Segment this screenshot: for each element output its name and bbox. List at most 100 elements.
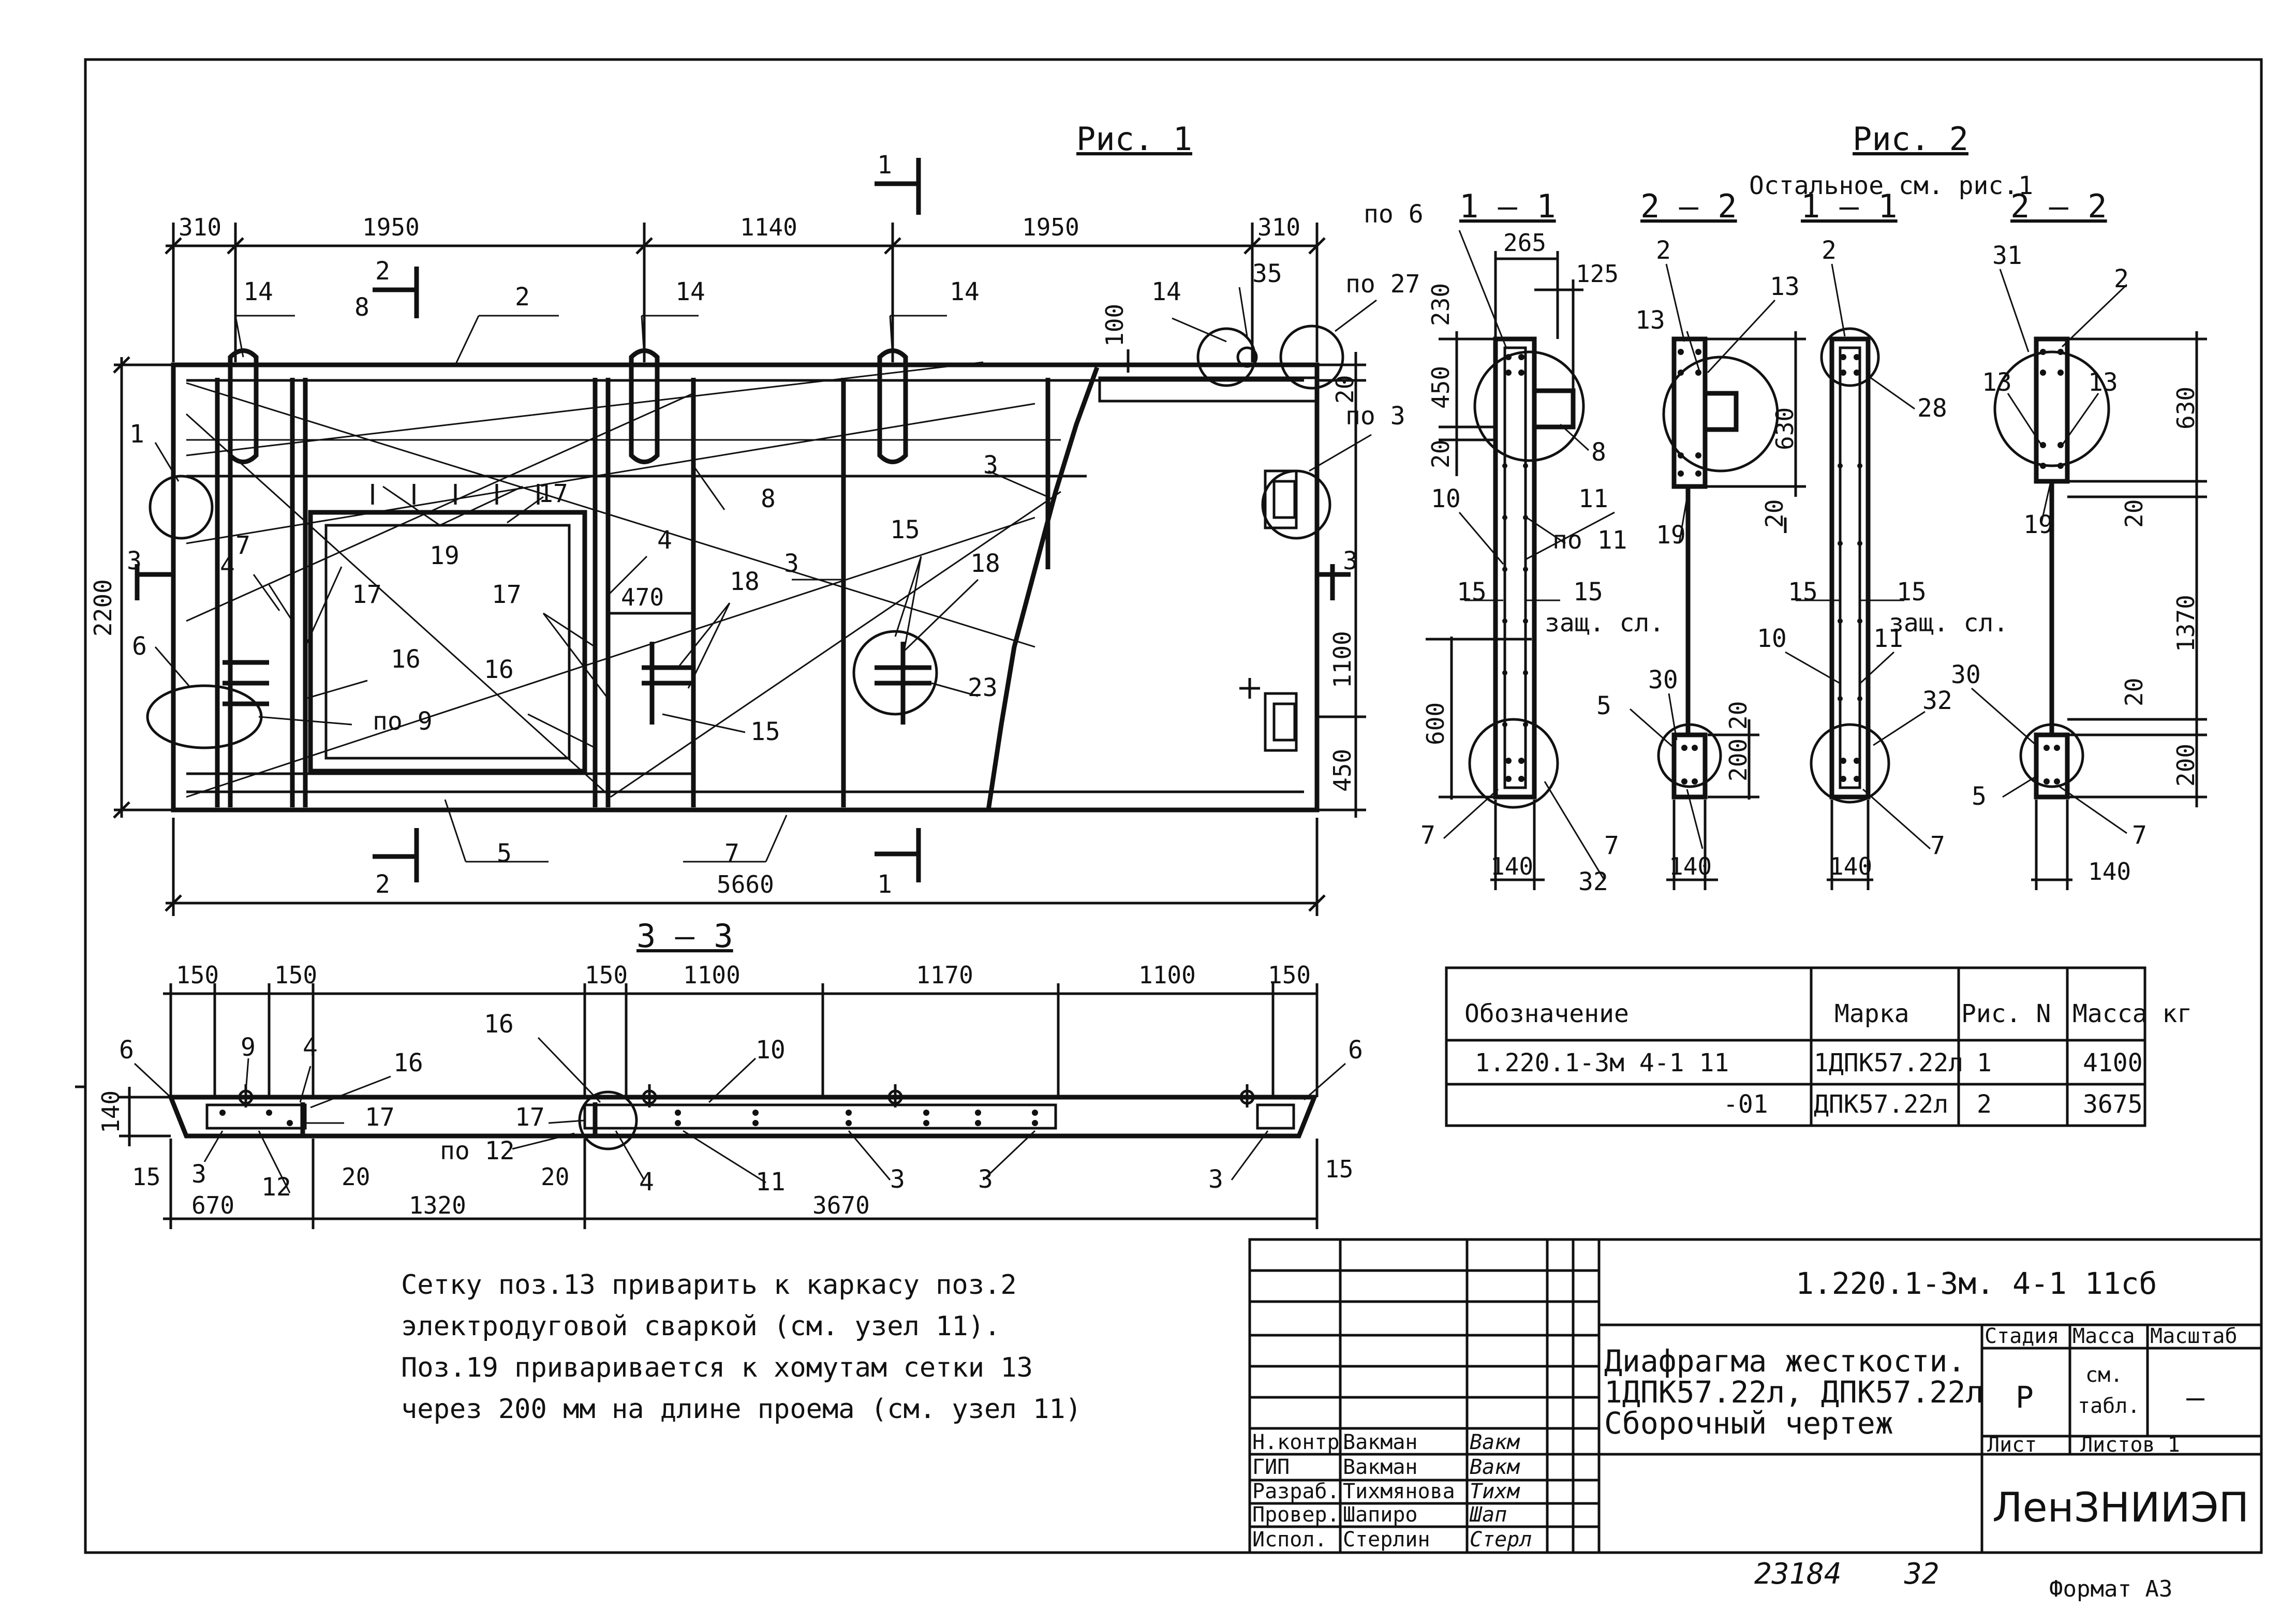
fig1-dim-1100: 1100 xyxy=(1328,631,1356,688)
s11-callout-7: 7 xyxy=(1420,821,1435,850)
s11-callout-32: 32 xyxy=(1578,867,1608,896)
fig2-section-1-1-title: 1 — 1 xyxy=(1801,187,1898,225)
fig1-callout-5: 5 xyxy=(497,839,512,868)
fig2-sections: Рис. 2 Остальное см. рис.1 1 — 1 140 xyxy=(1749,120,2207,890)
s33-dim-15b: 15 xyxy=(1325,1155,1353,1183)
fig1-callout-3b: 3 xyxy=(983,451,998,480)
fig1-dim-1140: 1140 xyxy=(740,213,797,241)
fig1-callout-1: 1 xyxy=(129,420,144,449)
fig1-callout-14b: 14 xyxy=(675,277,705,306)
tb-name-3: Шапиро xyxy=(1343,1503,1418,1527)
fig1-ref-po3: по 3 xyxy=(1345,402,1405,431)
s33-callout-3d: 3 xyxy=(1208,1165,1223,1194)
s33-dim-20a: 20 xyxy=(342,1163,370,1191)
s22-dim-140: 140 xyxy=(1669,852,1712,880)
f2s22-dim-20a: 20 xyxy=(2120,499,2148,528)
s22-dim-630: 630 xyxy=(1771,407,1799,450)
s11-callout-15b: 15 xyxy=(1573,578,1603,607)
tb-scale: — xyxy=(2186,1380,2204,1415)
tb-name-0: Вакман xyxy=(1343,1430,1418,1454)
fig1-dim-470: 470 xyxy=(621,583,664,611)
fig1-dim-1950-right: 1950 xyxy=(1022,213,1079,241)
fig1-title: Рис. 1 xyxy=(1076,120,1192,158)
cut-1-bottom: 1 xyxy=(877,870,892,899)
section-2-2: 2 — 2 630 20 20 200 140 xyxy=(1596,187,1806,890)
tb-name-1: Вакман xyxy=(1343,1455,1418,1479)
table-cell-r2-fig: 2 xyxy=(1977,1090,1992,1119)
table-cell-r1-fig: 1 xyxy=(1977,1049,1992,1077)
f2s22-callout-19: 19 xyxy=(2023,510,2053,539)
s33-callout-po12: по 12 xyxy=(440,1136,515,1165)
s11-callout-11: 11 xyxy=(1578,484,1608,513)
f2s11-callout-32: 32 xyxy=(1922,686,1952,715)
f2s11-dim-140: 140 xyxy=(1829,852,1872,880)
tb-role-4: Испол. xyxy=(1252,1528,1327,1552)
table-cell-r1-mass: 4100 xyxy=(2083,1049,2143,1077)
fig1-callout-4a: 4 xyxy=(220,552,235,581)
tb-name-line2: 1ДПК57.22л, ДПК57.22л xyxy=(1604,1375,1983,1410)
fig1-callout-19: 19 xyxy=(430,541,460,570)
f2s22-callout-7: 7 xyxy=(2132,821,2147,850)
footer-page-number: 32 xyxy=(1904,1557,1939,1591)
f2s11-callout-7: 7 xyxy=(1930,831,1945,860)
s11-callout-zashch: защ. сл. xyxy=(1545,609,1664,638)
fig1-callout-15a: 15 xyxy=(750,717,780,746)
s22-callout-13b: 13 xyxy=(1770,272,1800,301)
f2s22-dim-200: 200 xyxy=(2172,744,2200,787)
f2s22-dim-140: 140 xyxy=(2088,858,2131,885)
table-header-mark: Марка xyxy=(1834,999,1909,1028)
s33-callout-4b: 4 xyxy=(639,1168,654,1197)
s33-dim-140: 140 xyxy=(97,1090,125,1133)
tb-sig-0: Вакм xyxy=(1470,1430,1520,1454)
note-line-3: Поз.19 приваривается к хомутам сетки 13 xyxy=(401,1352,1033,1383)
section-1-1: 1 — 1 265 125 230 450 20 600 140 xyxy=(1364,187,1664,896)
f2s11-callout-10: 10 xyxy=(1757,624,1787,653)
fig2-section-2-2-title: 2 — 2 xyxy=(2010,187,2107,225)
s33-dim-1320: 1320 xyxy=(409,1191,466,1219)
section-3-3-title: 3 — 3 xyxy=(636,917,733,955)
tb-doc-code: 1.220.1-3м. 4-1 11сб xyxy=(1796,1266,2157,1301)
cut-3-right: 3 xyxy=(1343,547,1358,575)
s33-dim-670: 670 xyxy=(191,1191,234,1219)
spec-table: Обозначение Марка Рис. N Масса кг 1.220.… xyxy=(1445,966,2192,1127)
f2s11-callout-2: 2 xyxy=(1822,236,1837,265)
fig1-callout-23: 23 xyxy=(968,673,998,702)
s11-callout-po6: по 6 xyxy=(1364,200,1424,229)
fig1-callout-16b: 16 xyxy=(484,655,514,684)
f2s11-callout-zashch: защ. сл. xyxy=(1889,609,2008,638)
tb-name-line1: Диафрагма жесткости. xyxy=(1604,1344,1965,1379)
s33-callout-3b: 3 xyxy=(890,1165,905,1194)
tb-mass-header: Масса xyxy=(2072,1324,2135,1348)
f2s22-callout-13a: 13 xyxy=(1982,368,2012,397)
table-cell-r1-designation: 1.220.1-3м 4-1 11 xyxy=(1475,1049,1729,1077)
fig1-dim-20: 20 xyxy=(1331,375,1359,404)
s33-dim-150d: 150 xyxy=(1268,961,1311,989)
s33-callout-6b: 6 xyxy=(1348,1036,1363,1065)
table-header-fig: Рис. N xyxy=(1961,999,2051,1028)
s11-callout-10: 10 xyxy=(1431,484,1461,513)
fig1-callout-2: 2 xyxy=(515,283,530,312)
fig1-callout-18b: 18 xyxy=(970,549,1000,578)
s22-dim-20b: 20 xyxy=(1724,701,1752,730)
s33-callout-3a: 3 xyxy=(191,1160,206,1189)
cut-3-left: 3 xyxy=(127,547,142,575)
s11-dim-125: 125 xyxy=(1576,260,1619,288)
f2s22-dim-1370: 1370 xyxy=(2172,595,2200,652)
fig1-elevation: Рис. 1 xyxy=(89,120,1420,916)
tb-sig-2: Тихм xyxy=(1470,1480,1520,1503)
f2s22-callout-5: 5 xyxy=(1972,782,1987,811)
s33-callout-3c: 3 xyxy=(978,1165,993,1194)
table-header-designation: Обозначение xyxy=(1464,999,1629,1028)
footer-format: Формат А3 xyxy=(2049,1576,2172,1602)
table-cell-r2-designation: -01 xyxy=(1723,1090,1768,1119)
fig1-callout-14d: 14 xyxy=(1151,277,1181,306)
s33-dim-150b: 150 xyxy=(274,961,317,989)
cut-2-top: 2 xyxy=(375,257,390,286)
s22-callout-7: 7 xyxy=(1604,831,1619,860)
s22-dim-200: 200 xyxy=(1724,739,1752,781)
table-header-mass: Масса кг xyxy=(2072,999,2192,1028)
fig1-panel-outline xyxy=(171,362,1320,813)
tb-sheets-header: Листов 1 xyxy=(2080,1433,2180,1457)
s33-callout-10: 10 xyxy=(756,1036,786,1065)
